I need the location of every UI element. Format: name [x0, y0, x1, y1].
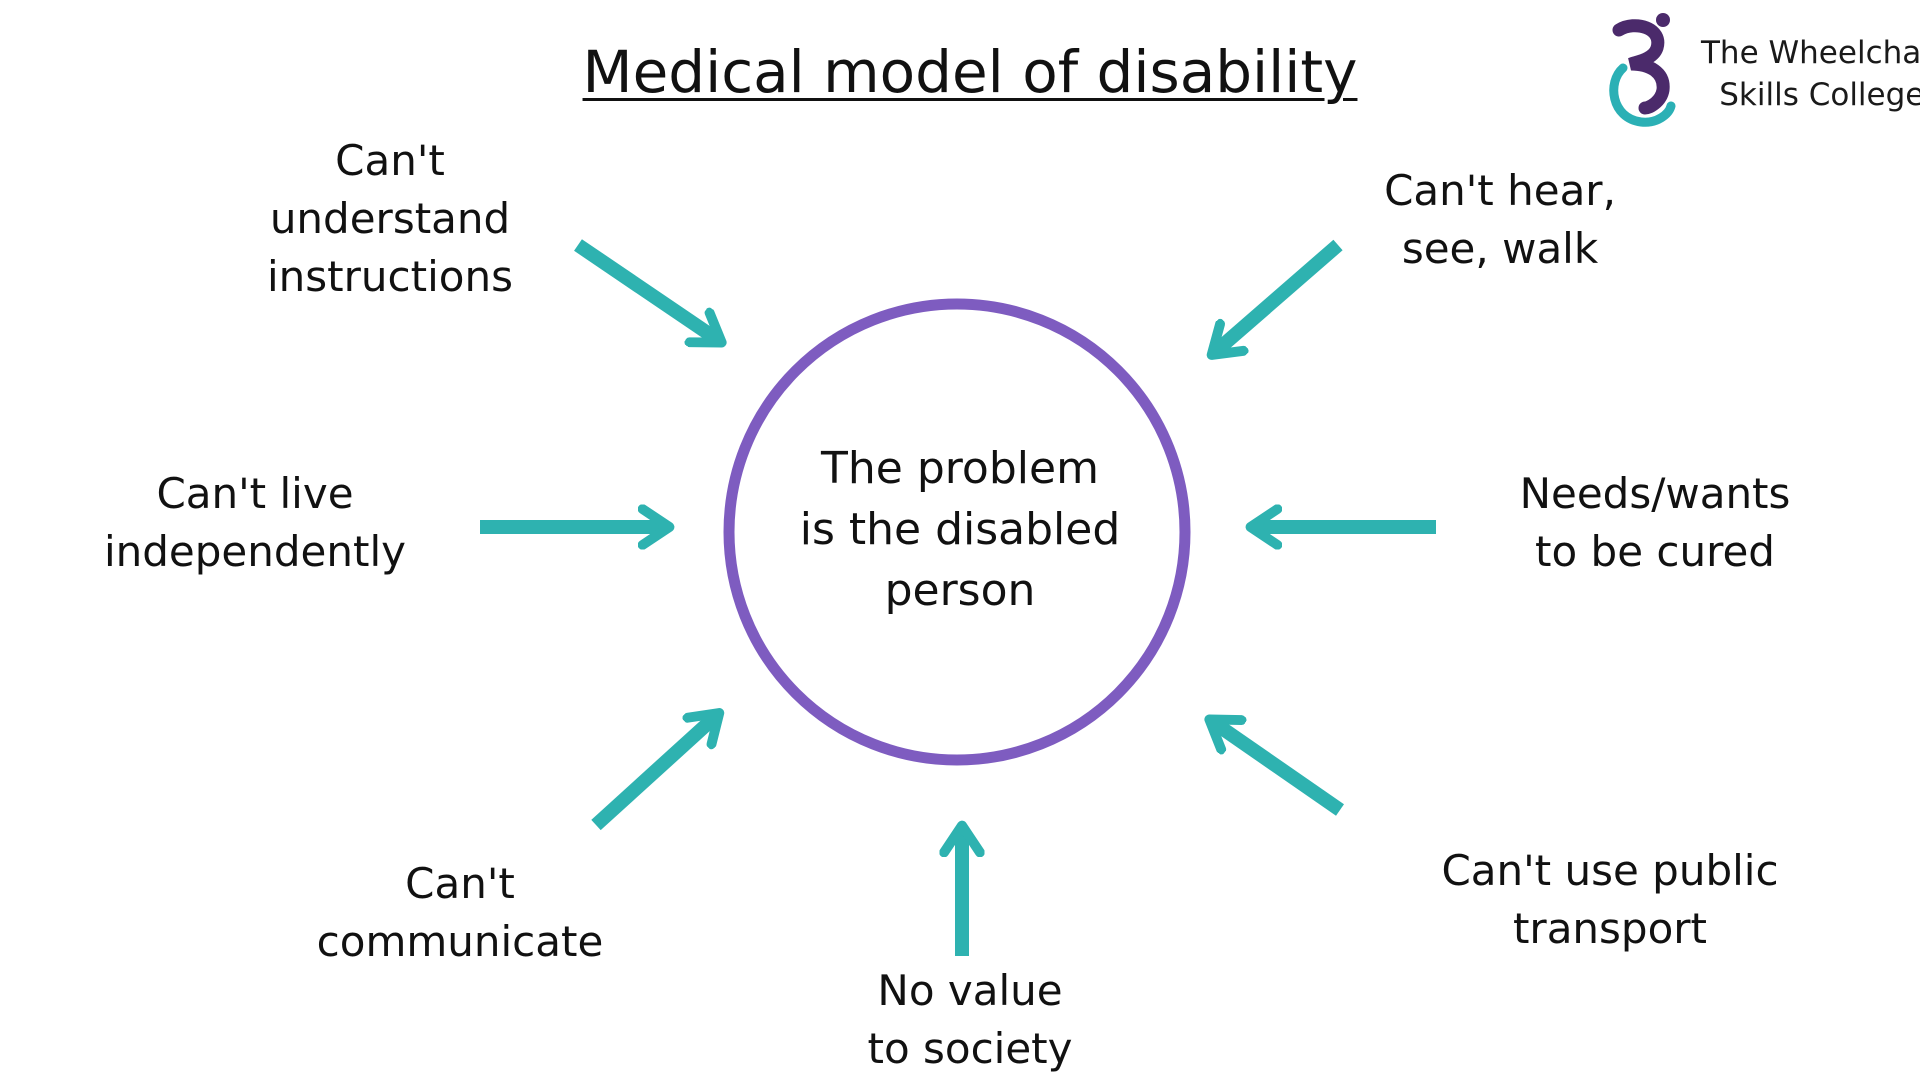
label-top-left-line3: instructions: [267, 252, 513, 301]
label-top-right: Can't hear, see, walk: [1330, 162, 1670, 278]
label-bottom-left-line2: communicate: [316, 917, 604, 966]
label-top-left: Can't understand instructions: [200, 132, 580, 306]
arrow-top-left: [574, 239, 718, 340]
label-bottom-right: Can't use public transport: [1370, 842, 1850, 958]
center-line2: is the disabled: [799, 504, 1121, 555]
label-top-left-line2: understand: [269, 194, 511, 243]
page-title: Medical model of disability: [582, 38, 1358, 106]
label-bottom-right-line1: Can't use public: [1441, 846, 1779, 895]
label-right-line1: Needs/wants: [1519, 469, 1791, 518]
label-bottom-left-line1: Can't: [405, 859, 515, 908]
arrow-bottom-left: [591, 716, 716, 831]
label-top-right-line2: see, walk: [1401, 224, 1599, 273]
logo-text-line2: Skills College: [1719, 77, 1920, 113]
logo-text-line1: The Wheelchair: [1701, 35, 1920, 71]
logo-text: The Wheelchair Skills College: [1701, 32, 1920, 116]
arrow-bottom-right: [1213, 722, 1344, 816]
label-bottom-line2: to society: [867, 1024, 1073, 1073]
label-left: Can't live independently: [50, 465, 460, 581]
label-top-left-line1: Can't: [335, 136, 445, 185]
label-left-line1: Can't live: [156, 469, 354, 518]
arrow-top-right: [1215, 239, 1343, 352]
label-left-line2: independently: [103, 527, 407, 576]
label-bottom-left: Can't communicate: [255, 855, 665, 971]
center-circle: [723, 298, 1191, 766]
center-line3: person: [884, 565, 1036, 616]
wheelchair-figure-logo-icon: [1609, 13, 1676, 127]
label-bottom-right-line2: transport: [1512, 904, 1708, 953]
label-bottom-line1: No value: [877, 966, 1063, 1015]
college-logo: The Wheelchair Skills College: [1605, 10, 1920, 130]
label-right: Needs/wants to be cured: [1450, 465, 1860, 581]
center-line1: The problem: [821, 443, 1099, 494]
center-statement: The problem is the disabled person: [740, 438, 1180, 621]
label-bottom: No value to society: [790, 962, 1150, 1078]
label-top-right-line1: Can't hear,: [1384, 166, 1616, 215]
label-right-line2: to be cured: [1535, 527, 1775, 576]
